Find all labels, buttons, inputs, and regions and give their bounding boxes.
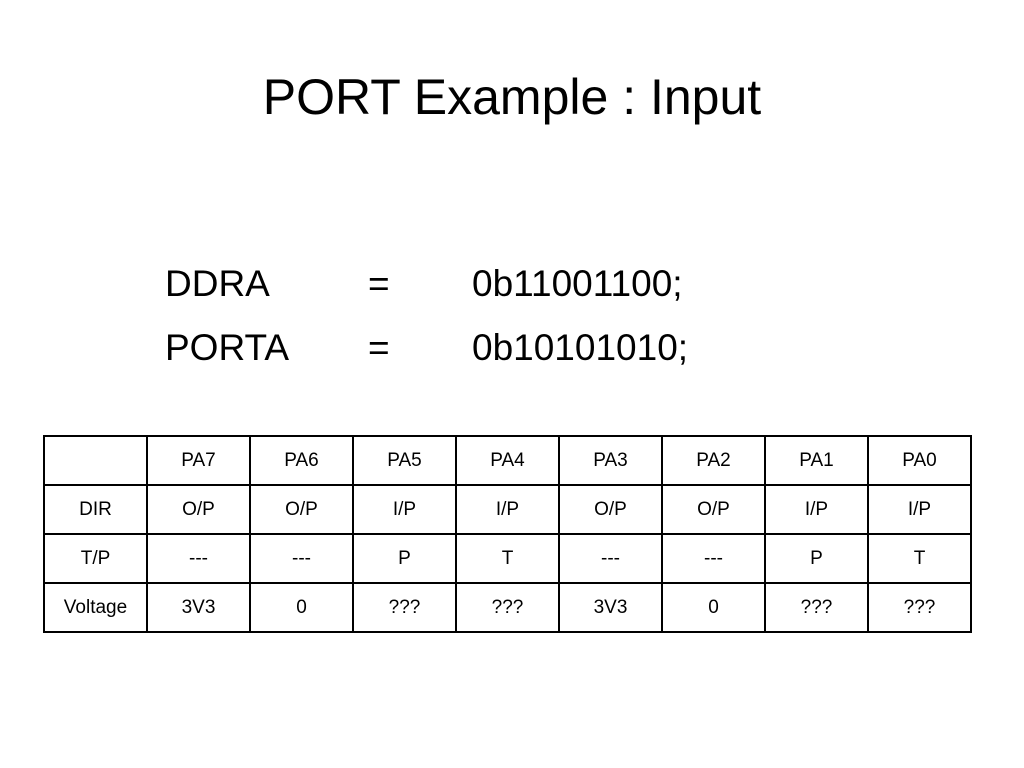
header-cell-pa0: PA0 (867, 435, 972, 486)
table-cell: --- (661, 533, 766, 584)
code-operator: = (368, 263, 390, 304)
code-value: 0b11001100; (472, 263, 683, 304)
header-cell-pa5: PA5 (352, 435, 457, 486)
table-cell: --- (249, 533, 354, 584)
header-cell-pa1: PA1 (764, 435, 869, 486)
table-cell: ??? (352, 582, 457, 633)
table-cell: O/P (558, 484, 663, 535)
table-cell: O/P (249, 484, 354, 535)
table-cell: T (867, 533, 972, 584)
code-operator: = (368, 327, 390, 368)
slide-title: PORT Example : Input (262, 69, 762, 125)
code-register: DDRA (165, 263, 270, 304)
table-cell: --- (558, 533, 663, 584)
table-cell: ??? (867, 582, 972, 633)
table-cell: ??? (764, 582, 869, 633)
table-header-row: PA7 PA6 PA5 PA4 PA3 PA2 PA1 PA0 (43, 435, 972, 486)
table-cell: P (352, 533, 457, 584)
table-cell: --- (146, 533, 251, 584)
header-cell-pa3: PA3 (558, 435, 663, 486)
header-cell-pa6: PA6 (249, 435, 354, 486)
header-cell-pa7: PA7 (146, 435, 251, 486)
row-label-cell: T/P (43, 533, 148, 584)
header-cell-pa2: PA2 (661, 435, 766, 486)
code-value: 0b10101010; (472, 327, 689, 368)
table-row-dir: DIR O/P O/P I/P I/P O/P O/P I/P I/P (43, 484, 972, 535)
table-row-tp: T/P --- --- P T --- --- P T (43, 533, 972, 584)
table-cell: 3V3 (558, 582, 663, 633)
table-cell: 0 (661, 582, 766, 633)
header-cell-corner (43, 435, 148, 486)
table-cell: O/P (146, 484, 251, 535)
table-cell: P (764, 533, 869, 584)
table-row-voltage: Voltage 3V3 0 ??? ??? 3V3 0 ??? ??? (43, 582, 972, 633)
table-cell: 3V3 (146, 582, 251, 633)
port-table: PA7 PA6 PA5 PA4 PA3 PA2 PA1 PA0 DIR O/P … (43, 435, 972, 633)
table-cell: ??? (455, 582, 560, 633)
table-cell: I/P (455, 484, 560, 535)
code-register: PORTA (165, 327, 290, 368)
table-cell: I/P (764, 484, 869, 535)
table-cell: I/P (867, 484, 972, 535)
header-cell-pa4: PA4 (455, 435, 560, 486)
table-cell: T (455, 533, 560, 584)
table-cell: O/P (661, 484, 766, 535)
row-label-cell: DIR (43, 484, 148, 535)
row-label-cell: Voltage (43, 582, 148, 633)
table-cell: 0 (249, 582, 354, 633)
table-cell: I/P (352, 484, 457, 535)
